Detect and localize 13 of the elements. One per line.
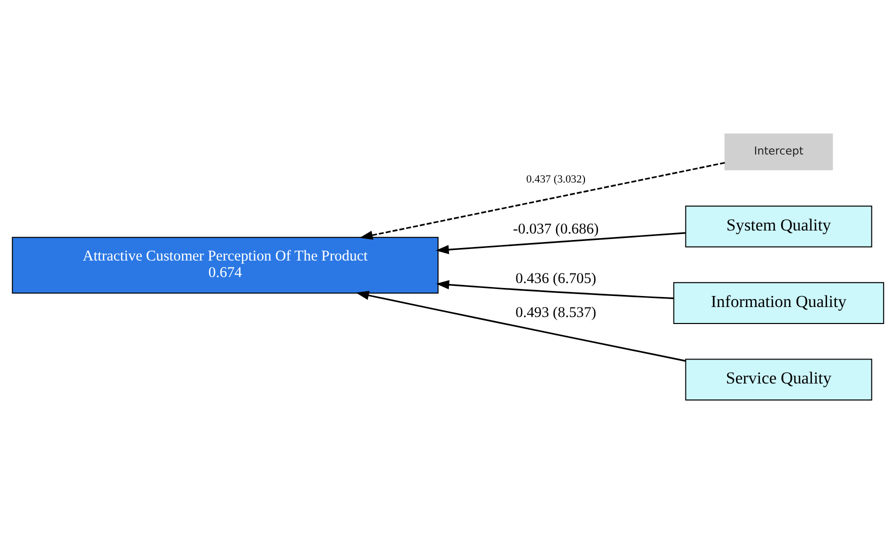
- arrow: [360, 162, 725, 240]
- arrow: [436, 232, 686, 254]
- arrow: [356, 290, 686, 362]
- node-box: System Quality: [685, 206, 872, 248]
- node-box: Information Quality: [673, 282, 884, 324]
- arrow: [436, 280, 674, 300]
- edge-label: 0.437 (3.032): [526, 174, 586, 186]
- node-box: Service Quality: [685, 358, 872, 401]
- edge-label: 0.436 (6.705): [516, 271, 596, 288]
- node-box: Intercept: [724, 133, 833, 170]
- edge-label: -0.037 (0.686): [513, 221, 599, 238]
- edge-label: 0.493 (8.537): [516, 304, 596, 321]
- node-box: Attractive Customer Perception Of The Product 0.674: [12, 236, 439, 294]
